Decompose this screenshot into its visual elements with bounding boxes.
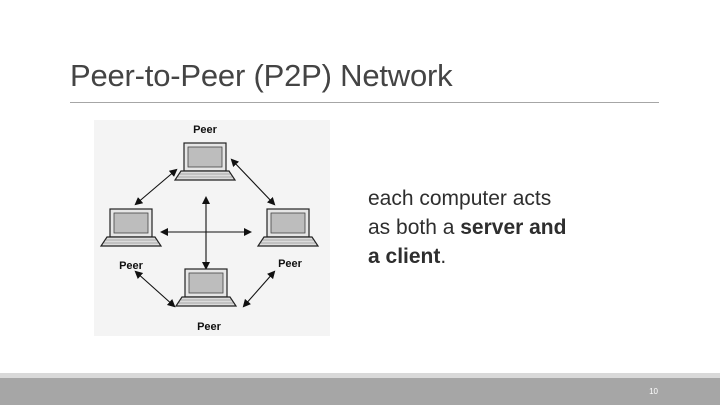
- body-line-3: a client.: [368, 242, 628, 271]
- peer-label-right: Peer: [278, 258, 303, 270]
- footer-strip: [0, 373, 720, 378]
- arrow-left-bottom: [134, 270, 176, 308]
- p2p-diagram-svg: Peer Peer Peer Peer: [100, 124, 319, 333]
- laptop-icon-left: [100, 208, 162, 247]
- body-line-3-bold: a client: [368, 245, 441, 268]
- peer-label-top: Peer: [193, 124, 218, 136]
- laptop-icon-top: [174, 142, 236, 181]
- arrow-right-bottom: [242, 270, 276, 308]
- peer-label-left: Peer: [119, 260, 144, 272]
- body-line-2: as both a server and: [368, 213, 628, 242]
- peer-label-bottom: Peer: [197, 321, 222, 333]
- laptop-icon-right: [257, 208, 319, 247]
- body-line-2-plain: as both a: [368, 216, 461, 239]
- arrow-top-left: [134, 168, 178, 206]
- body-line-2-bold: server and: [460, 216, 567, 239]
- title-divider: [70, 102, 659, 103]
- laptop-icon-bottom: [175, 268, 237, 307]
- body-line-1: each computer acts: [368, 187, 552, 210]
- arrow-top-right: [230, 158, 276, 206]
- page-number: 10: [649, 387, 658, 396]
- p2p-network-diagram: Peer Peer Peer Peer: [94, 120, 330, 336]
- slide-title: Peer-to-Peer (P2P) Network: [70, 58, 453, 93]
- body-line-3-tail: .: [440, 245, 447, 268]
- slide-body-text: each computer acts as both a server and …: [368, 184, 628, 271]
- footer-bar: [0, 378, 720, 405]
